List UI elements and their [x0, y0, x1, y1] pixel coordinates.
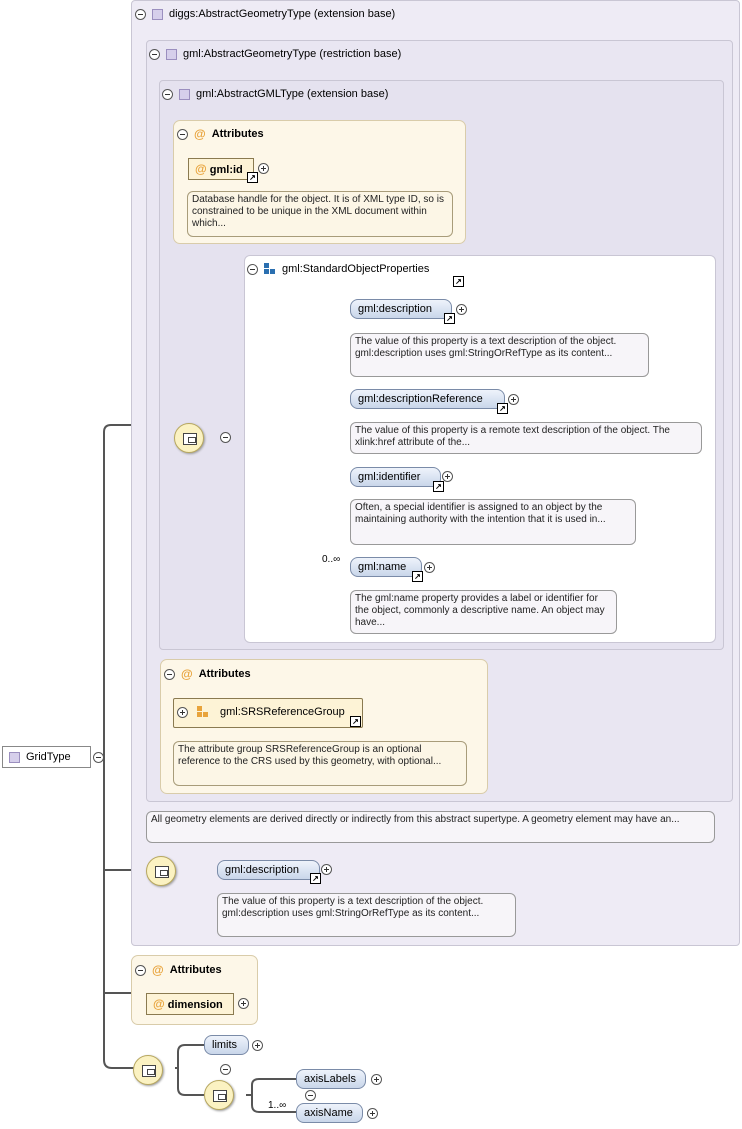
- expand-icon[interactable]: [177, 707, 188, 718]
- collapse-icon[interactable]: [220, 1064, 232, 1075]
- attribute-icon: @: [194, 127, 206, 141]
- link-icon[interactable]: ↗: [453, 276, 464, 287]
- gml-abstract-gml-type-label: gml:AbstractGMLType (extension base): [196, 88, 389, 100]
- gml-name-element[interactable]: gml:name: [350, 557, 422, 577]
- element-label: gml:description: [358, 303, 432, 315]
- collapse-icon[interactable]: [164, 668, 175, 680]
- expand-icon[interactable]: [367, 1108, 378, 1119]
- gml-abstract-geometry-header[interactable]: gml:AbstractGeometryType (restriction ba…: [149, 48, 401, 60]
- attributes-header[interactable]: @ Attributes: [135, 963, 222, 977]
- gml-identifier-note: Often, a special identifier is assigned …: [350, 499, 636, 545]
- expand-icon[interactable]: [442, 471, 453, 482]
- sequence-compositor-icon[interactable]: [133, 1055, 163, 1085]
- attributes-title: Attributes: [211, 128, 264, 140]
- multiplicity-label: 1..∞: [268, 1100, 287, 1111]
- element-label: limits: [212, 1039, 238, 1051]
- expand-icon[interactable]: [424, 562, 435, 573]
- dimension-attribute[interactable]: @ dimension: [146, 993, 234, 1015]
- gml-description-reference-note: The value of this property is a remote t…: [350, 422, 702, 454]
- complex-type-icon: [152, 8, 163, 20]
- link-icon[interactable]: ↗: [444, 313, 455, 324]
- gml-name-note: The gml:name property provides a label o…: [350, 590, 617, 634]
- attribute-group-icon: [197, 706, 209, 718]
- gml-abstract-gml-type-header[interactable]: gml:AbstractGMLType (extension base): [162, 88, 388, 100]
- expand-icon[interactable]: [371, 1074, 382, 1085]
- abstract-geometry-note: All geometry elements are derived direct…: [146, 811, 715, 843]
- choice-compositor-icon[interactable]: [204, 1080, 234, 1110]
- collapse-icon[interactable]: [177, 128, 188, 140]
- attribute-icon: @: [181, 667, 193, 681]
- gml-abstract-geometry-label: gml:AbstractGeometryType (restriction ba…: [183, 48, 402, 60]
- expand-icon[interactable]: [258, 163, 269, 174]
- collapse-icon[interactable]: [162, 88, 173, 100]
- link-icon[interactable]: ↗: [350, 716, 361, 727]
- srs-reference-group-label: gml:SRSReferenceGroup: [220, 706, 345, 718]
- attributes-header[interactable]: @ Attributes: [177, 127, 264, 141]
- collapse-icon[interactable]: [149, 48, 160, 60]
- expand-icon[interactable]: [238, 998, 249, 1009]
- gml-identifier-element[interactable]: gml:identifier: [350, 467, 441, 487]
- expand-icon[interactable]: [321, 864, 332, 875]
- diggs-abstract-geometry-label: diggs:AbstractGeometryType (extension ba…: [169, 8, 396, 20]
- element-label: gml:name: [358, 561, 407, 573]
- link-icon[interactable]: ↗: [247, 172, 258, 183]
- attributes-header[interactable]: @ Attributes: [164, 667, 251, 681]
- gridtype-node[interactable]: GridType: [2, 746, 91, 768]
- standard-object-properties-header[interactable]: gml:StandardObjectProperties: [247, 263, 429, 275]
- element-label: axisName: [304, 1107, 353, 1119]
- link-icon[interactable]: ↗: [497, 403, 508, 414]
- collapse-icon[interactable]: [135, 964, 146, 976]
- expand-icon[interactable]: [252, 1040, 263, 1051]
- link-icon[interactable]: ↗: [412, 571, 423, 582]
- axis-name-element[interactable]: axisName: [296, 1103, 363, 1123]
- attributes-title: Attributes: [198, 668, 251, 680]
- complex-type-icon: [179, 88, 190, 100]
- collapse-icon[interactable]: [135, 8, 146, 20]
- element-label: axisLabels: [304, 1073, 356, 1085]
- gml-description-reference-element[interactable]: gml:descriptionReference: [350, 389, 505, 409]
- sequence-compositor-icon[interactable]: [174, 423, 204, 453]
- link-icon[interactable]: ↗: [310, 873, 321, 884]
- diggs-abstract-geometry-header[interactable]: diggs:AbstractGeometryType (extension ba…: [135, 8, 395, 20]
- element-label: gml:identifier: [358, 471, 421, 483]
- collapse-icon[interactable]: [305, 1090, 317, 1101]
- gridtype-label: GridType: [26, 751, 71, 763]
- attribute-icon: @: [153, 997, 165, 1011]
- collapse-icon[interactable]: [247, 263, 258, 275]
- attribute-icon: @: [152, 963, 164, 977]
- element-label: gml:descriptionReference: [358, 393, 483, 405]
- attribute-icon: @: [195, 162, 207, 176]
- collapse-icon[interactable]: [220, 432, 232, 443]
- link-icon[interactable]: ↗: [433, 481, 444, 492]
- group-icon: [264, 263, 276, 275]
- axis-labels-element[interactable]: axisLabels: [296, 1069, 366, 1089]
- multiplicity-label: 0..∞: [322, 554, 341, 565]
- gml-id-note: Database handle for the object. It is of…: [187, 191, 453, 237]
- srs-reference-group-note: The attribute group SRSReferenceGroup is…: [173, 741, 467, 786]
- gml-id-attribute[interactable]: @ gml:id: [188, 158, 254, 180]
- sequence-compositor-icon[interactable]: [146, 856, 176, 886]
- diggs-gml-description-element[interactable]: gml:description: [217, 860, 320, 880]
- dimension-label: dimension: [167, 999, 223, 1011]
- complex-type-icon: [9, 751, 20, 763]
- diggs-gml-description-note: The value of this property is a text des…: [217, 893, 516, 937]
- element-label: gml:description: [225, 864, 299, 876]
- gml-description-note: The value of this property is a text des…: [350, 333, 649, 377]
- gml-description-element[interactable]: gml:description: [350, 299, 452, 319]
- limits-element[interactable]: limits: [204, 1035, 249, 1055]
- expand-icon[interactable]: [508, 394, 519, 405]
- gml-id-label: gml:id: [209, 164, 243, 176]
- attributes-title: Attributes: [169, 964, 222, 976]
- complex-type-icon: [166, 48, 177, 60]
- expand-icon[interactable]: [456, 304, 467, 315]
- standard-object-properties-title: gml:StandardObjectProperties: [282, 263, 430, 275]
- gridtype-collapse-icon[interactable]: [93, 752, 104, 763]
